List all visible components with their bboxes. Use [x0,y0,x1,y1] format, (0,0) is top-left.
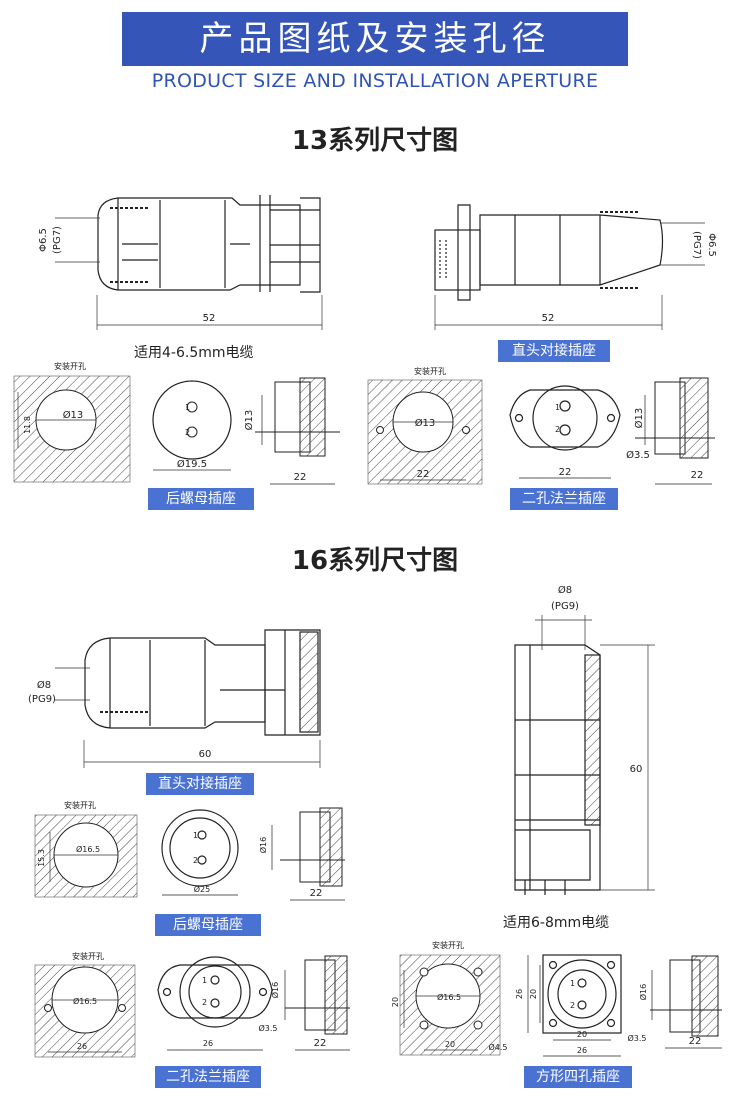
series13-rear-nut-dia: Ø19.5 [177,458,207,470]
series16-straight-label: 直头对接插座 [146,773,254,795]
series16-square-inner-w: 20 [577,1030,587,1039]
series16-rear-nut-label: 后螺母插座 [155,914,261,936]
series13-hole-a-flat: 11.8 [23,416,32,434]
series16-rear-nut-len: 22 [310,888,323,899]
series16-flange-len: 22 [314,1038,327,1049]
series16-flange-front [157,956,273,1051]
series13-pin1: 1 [185,403,190,412]
series13-flange-pin1: 1 [555,403,560,412]
series16-hole-c-title: 安装开孔 [432,940,464,950]
series13-flange-pitch: 22 [559,467,572,478]
series13-left-cable-dim: Φ6.5 [38,228,49,252]
series13-left-cable-pg: (PG7) [52,226,63,254]
series13-straight-label: 直头对接插座 [498,340,610,362]
series16-vertical-drawing [514,644,601,895]
series16-hole-b-pitch: 26 [77,1042,87,1051]
series16-title: 16系列尺寸图 [291,546,459,576]
series16-square-front [527,954,622,1057]
series13-flange-hole: Ø3.5 [626,449,650,461]
series16-square-len: 22 [689,1036,702,1047]
series16-square-pin2: 2 [570,1001,575,1010]
series13-rear-nut-label: 后螺母插座 [148,488,254,510]
series13-flange-side [635,377,715,485]
series13-flange-front [509,385,621,479]
series16-rear-nut-side-dia: Ø16 [258,837,268,853]
series16-square-side [650,955,722,1049]
series13-flange-pin2: 2 [555,425,560,434]
series16-rear-nut-front [161,809,239,896]
series16-flange-pitch: 26 [203,1039,213,1048]
subtitle: PRODUCT SIZE AND INSTALLATION APERTURE [151,70,599,92]
series16-flange-label: 二孔法兰插座 [155,1066,261,1088]
series13-hole-a-title: 安装开孔 [54,361,86,371]
series13-plug-length: 52 [203,313,216,324]
series13-socket-length: 52 [542,313,555,324]
series13-right-cable-dim: Φ6.5 [706,233,717,257]
series16-vertical-dims [535,615,655,891]
series13-rear-nut-len: 22 [294,472,307,483]
series16-square-label: 方形四孔插座 [524,1066,632,1088]
series16-square-pin1: 1 [570,979,575,988]
series16-rear-nut-side [271,807,345,901]
series16-hole-c-h: 20 [391,997,400,1007]
series16-plug-dims [55,667,321,768]
series16-hole-b [34,964,136,1058]
series16-plug-length: 60 [199,749,212,760]
series13-hole-b-dia: Ø13 [415,417,436,429]
series13-rear-nut-front [152,380,232,471]
series16-hole-c [399,954,501,1056]
series16-hole-a [34,814,138,898]
series16-cable-dim: Ø8 [37,679,51,691]
series16-hole-a-dia: Ø16.5 [76,844,100,854]
series16-cable-pg: (PG9) [28,694,56,705]
series16-rear-nut-dia: Ø25 [194,884,210,894]
series13-flange-label: 二孔法兰插座 [510,488,618,510]
series13-flange-side-dia: Ø13 [633,408,645,429]
series16-square-side-dia: Ø16 [638,984,648,1000]
series13-pin2: 2 [185,428,190,437]
series16-flange-side-dia: Ø16 [270,982,280,998]
series13-rear-nut-side-dia: Ø13 [243,410,255,431]
series13-cable-note: 适用4-6.5mm电缆 [134,345,254,361]
series13-rear-nut-side [255,377,340,485]
series16-hole-c-mount: Ø4.5 [488,1042,507,1052]
series16-hole-a-flat: 15.3 [37,849,46,867]
series16-hole-c-w: 20 [445,1040,455,1049]
series16-pin2: 2 [193,856,198,865]
series13-socket-dims [434,222,705,330]
series16-flange-side [284,955,350,1051]
series16-vert-cable-pg: (PG9) [551,601,579,612]
series16-square-hole: Ø3.5 [627,1033,646,1043]
series13-hole-a [13,375,131,483]
title-banner: 产品图纸及安装孔径 [122,12,628,66]
series16-hole-a-title: 安装开孔 [64,800,96,810]
series16-flange-hole: Ø3.5 [258,1023,277,1033]
series16-square-inner-h: 20 [529,989,538,999]
series13-hole-b-title: 安装开孔 [414,366,446,376]
series13-hole-a-dia: Ø13 [63,409,84,421]
series16-pin1: 1 [193,831,198,840]
series13-hole-b-pitch: 22 [417,469,430,480]
series16-vert-length: 60 [630,764,643,775]
series16-hole-b-title: 安装开孔 [72,951,104,961]
series16-vert-cable-dim: Ø8 [558,584,572,596]
series13-socket-drawing [434,204,664,301]
series16-hole-c-dia: Ø16.5 [437,992,461,1002]
series13-title: 13系列尺寸图 [291,126,459,156]
series16-cable-note: 适用6-8mm电缆 [503,915,610,931]
series16-square-outer-h: 26 [515,989,524,999]
series13-plug-drawing [97,195,321,293]
series13-plug-dims [55,217,323,330]
series16-flange-pin1: 1 [202,976,207,985]
series16-plug-drawing [84,629,321,736]
series16-hole-b-dia: Ø16.5 [73,996,97,1006]
series13-flange-len: 22 [691,470,704,481]
series16-flange-pin2: 2 [202,998,207,1007]
series13-hole-b [367,379,483,485]
series16-square-outer-w: 26 [577,1046,587,1055]
series13-right-cable-pg: (PG7) [691,231,702,259]
